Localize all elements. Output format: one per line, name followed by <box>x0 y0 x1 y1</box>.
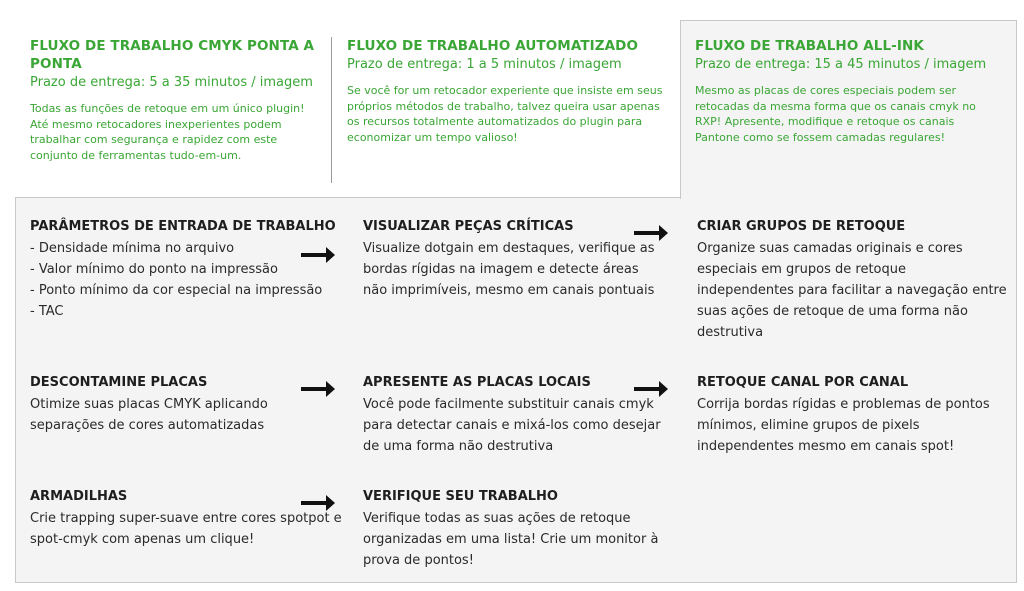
workflow-all-ink: FLUXO DE TRABALHO ALL-INK Prazo de entre… <box>695 37 1000 145</box>
workflow-description: Se você for um retocador experiente que … <box>347 84 663 144</box>
arrow-right-icon <box>632 378 670 400</box>
step-title: PARÂMETROS DE ENTRADA DE TRABALHO <box>30 219 336 234</box>
step-view-critical-parts: VISUALIZAR PEÇAS CRÍTICAS Visualize dotg… <box>363 217 663 301</box>
step-description: Você pode facilmente substituir canais c… <box>363 397 661 454</box>
step-title: VERIFIQUE SEU TRABALHO <box>363 489 558 504</box>
step-job-input-parameters: PARÂMETROS DE ENTRADA DE TRABALHO - Dens… <box>30 217 345 322</box>
parameter-list: - Densidade mínima no arquivo - Valor mí… <box>30 238 345 322</box>
step-decontaminate-plates: DESCONTAMINE PLACAS Otimize suas placas … <box>30 373 345 436</box>
workflow-delivery-time: Prazo de entrega: 15 a 45 minutos / imag… <box>695 57 987 72</box>
step-description: Corrija bordas rígidas e problemas de po… <box>697 397 990 454</box>
arrow-right-icon <box>632 222 670 244</box>
workflow-automated: FLUXO DE TRABALHO AUTOMATIZADO Prazo de … <box>347 37 672 145</box>
step-traps: ARMADILHAS Crie trapping super-suave ent… <box>30 487 345 550</box>
step-description: Organize suas camadas originais e cores … <box>697 241 1007 340</box>
step-title: DESCONTAMINE PLACAS <box>30 375 208 390</box>
list-item: - TAC <box>30 304 64 319</box>
step-create-retouch-groups: CRIAR GRUPOS DE RETOQUE Organize suas ca… <box>697 217 1007 343</box>
workflow-title: FLUXO DE TRABALHO ALL-INK <box>695 38 924 54</box>
column-divider <box>331 37 332 183</box>
steps-panel <box>15 197 1017 583</box>
workflow-description: Todas as funções de retoque em um único … <box>30 102 305 162</box>
step-title: RETOQUE CANAL POR CANAL <box>697 375 909 390</box>
workflow-delivery-time: Prazo de entrega: 5 a 35 minutos / image… <box>30 75 313 90</box>
workflow-cmyk-end-to-end: FLUXO DE TRABALHO CMYK PONTA A PONTA Pra… <box>30 37 325 163</box>
step-title: CRIAR GRUPOS DE RETOQUE <box>697 219 906 234</box>
list-item: - Valor mínimo do ponto na impressão <box>30 262 278 277</box>
workflow-delivery-time: Prazo de entrega: 1 a 5 minutos / imagem <box>347 57 622 72</box>
list-item: - Densidade mínima no arquivo <box>30 241 235 256</box>
step-description: Visualize dotgain em destaques, verifiqu… <box>363 241 655 298</box>
list-item: - Ponto mínimo da cor especial na impres… <box>30 283 323 298</box>
step-retouch-channel-by-channel: RETOQUE CANAL POR CANAL Corrija bordas r… <box>697 373 1007 457</box>
all-ink-highlight-panel <box>680 20 1017 199</box>
step-description: Otimize suas placas CMYK aplicando separ… <box>30 397 268 433</box>
step-description: Crie trapping super-suave entre cores sp… <box>30 511 342 547</box>
step-title: APRESENTE AS PLACAS LOCAIS <box>363 375 591 390</box>
step-description: Verifique todas as suas ações de retoque… <box>363 511 659 568</box>
arrow-right-icon <box>299 244 337 266</box>
arrow-right-icon <box>299 378 337 400</box>
arrow-right-icon <box>299 492 337 514</box>
step-title: VISUALIZAR PEÇAS CRÍTICAS <box>363 219 574 234</box>
step-present-local-plates: APRESENTE AS PLACAS LOCAIS Você pode fac… <box>363 373 663 457</box>
workflow-title: FLUXO DE TRABALHO AUTOMATIZADO <box>347 38 639 54</box>
workflow-description: Mesmo as placas de cores especiais podem… <box>695 84 976 144</box>
workflow-title: FLUXO DE TRABALHO CMYK PONTA A PONTA <box>30 38 315 72</box>
step-title: ARMADILHAS <box>30 489 128 504</box>
step-verify-work: VERIFIQUE SEU TRABALHO Verifique todas a… <box>363 487 663 571</box>
